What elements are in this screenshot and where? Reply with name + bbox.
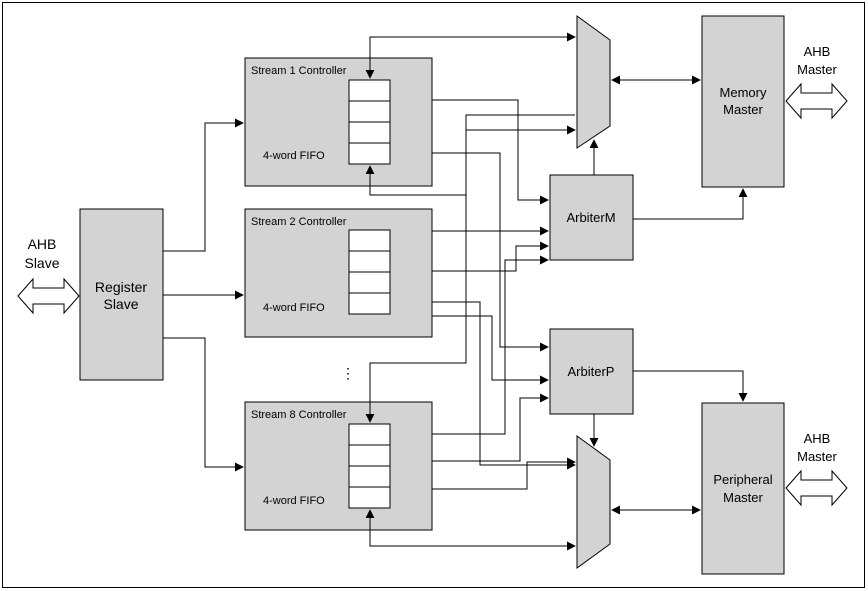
wire-stream2-req-arbiterp (432, 315, 549, 385)
memory-mux (576, 15, 611, 149)
streams-ellipsis: ⋮ (341, 365, 355, 381)
arbiterp-label: ArbiterP (568, 364, 615, 379)
memory-master-label-line2: Master (723, 102, 763, 117)
ahb-master-top-label-line2: Master (797, 62, 837, 77)
peripheral-master-label-line1: Peripheral (713, 472, 772, 487)
stream1-fifo (348, 79, 391, 165)
wire-regslave-to-stream8 (163, 337, 244, 472)
wire-arbiterm-to-memmaster (633, 188, 748, 220)
stream1-controller-title: Stream 1 Controller (251, 65, 347, 77)
ahb-master-bottom-bus-arrow (785, 469, 848, 507)
stream2-fifo (348, 229, 391, 315)
wire-memmux-to-stream8-fifo-top (365, 114, 575, 423)
ahb-slave-label-line1: AHB (28, 236, 57, 252)
wire-stream1-req-arbiterm (432, 99, 549, 205)
wire-stream8-req-arbiterp (432, 393, 549, 462)
stream1-fifo-label: 4-word FIFO (263, 150, 325, 162)
stream1-controller-block (244, 57, 433, 187)
arbiterp-block (549, 328, 634, 415)
ahb-master-bottom-label-line1: AHB (804, 431, 831, 446)
wire-stream1-req-arbiterp (432, 152, 549, 352)
stream2-fifo-label: 4-word FIFO (263, 302, 325, 314)
ahb-slave-bus-arrow (17, 277, 80, 315)
register-slave-block (79, 208, 164, 381)
wire-stream8-data-to-permux (432, 457, 576, 490)
ahb-master-top-label-line1: AHB (804, 44, 831, 59)
register-slave-label-line1: Register (95, 279, 147, 295)
stream8-fifo (348, 423, 391, 509)
wire-stream8-fifo-bottom-to-permux (365, 509, 576, 551)
wire-stream8-req-arbiterm (432, 255, 549, 435)
register-slave-label-line2: Slave (103, 296, 138, 312)
arbiterm-block (549, 174, 634, 261)
peripheral-master-block (701, 402, 785, 575)
wire-regslave-to-stream1 (163, 118, 244, 252)
wire-stream2-req-arbiterm (432, 241, 549, 272)
peripheral-master-label-line2: Master (723, 490, 763, 505)
stream8-controller-title: Stream 8 Controller (251, 409, 347, 421)
stream8-fifo-label: 4-word FIFO (263, 495, 325, 507)
ahb-master-bottom-label-line2: Master (797, 449, 837, 464)
ahb-slave-label-line2: Slave (24, 255, 59, 271)
wire-arbiterp-to-permaster (633, 370, 748, 402)
ahb-master-top-bus-arrow (785, 82, 848, 120)
stream8-controller-block (244, 401, 433, 531)
arbiterm-label: ArbiterM (566, 210, 615, 225)
stream2-controller-title: Stream 2 Controller (251, 216, 347, 228)
peripheral-mux (576, 435, 611, 569)
memory-master-label-line1: Memory (720, 85, 767, 100)
wire-memmux-to-stream1-fifo-top (365, 32, 576, 79)
stream2-controller-block (244, 208, 433, 338)
memory-master-block (701, 15, 785, 188)
